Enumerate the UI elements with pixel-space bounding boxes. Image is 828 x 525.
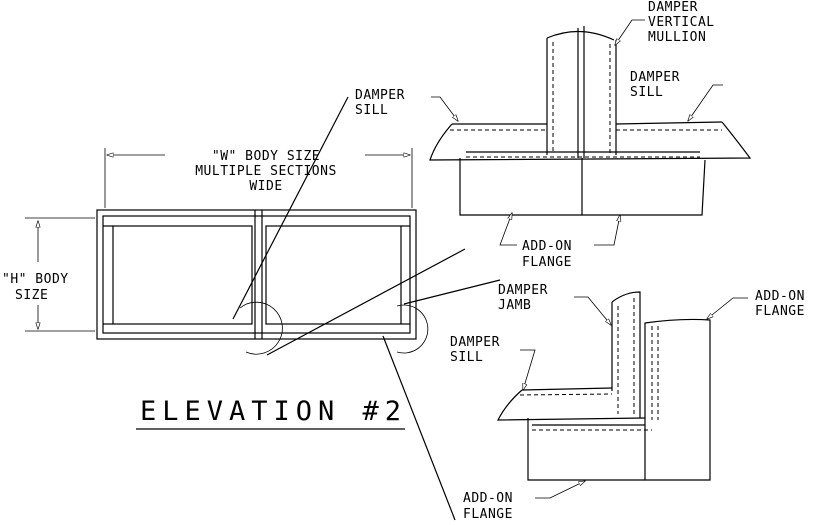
svg-text:"H" BODY: "H" BODY xyxy=(2,272,69,287)
svg-text:SIZE: SIZE xyxy=(15,288,48,303)
damper-elevation xyxy=(96,209,417,340)
svg-text:VERTICAL: VERTICAL xyxy=(648,15,715,30)
callout-arrows xyxy=(431,19,748,499)
mullion-detail xyxy=(429,26,752,216)
svg-text:FLANGE: FLANGE xyxy=(755,304,805,319)
leader-lines xyxy=(232,96,501,521)
svg-text:SILL: SILL xyxy=(450,350,483,365)
label-body-height: "H" BODY SIZE xyxy=(2,272,69,303)
label-add-on-flange-bottom: ADD-ON FLANGE xyxy=(463,491,513,522)
label-damper-sill-top: DAMPER SILL xyxy=(630,70,680,100)
svg-text:FLANGE: FLANGE xyxy=(522,255,572,270)
svg-text:SILL: SILL xyxy=(630,85,663,100)
svg-text:DAMPER: DAMPER xyxy=(450,335,500,350)
label-damper-sill-left: DAMPER SILL xyxy=(355,88,405,118)
svg-text:ADD-ON: ADD-ON xyxy=(463,491,513,506)
label-add-on-flange-top: ADD-ON FLANGE xyxy=(522,239,572,270)
svg-text:MULTIPLE SECTIONS: MULTIPLE SECTIONS xyxy=(195,164,337,179)
svg-text:"W" BODY SIZE: "W" BODY SIZE xyxy=(212,149,320,164)
svg-text:DAMPER: DAMPER xyxy=(630,70,680,85)
svg-text:JAMB: JAMB xyxy=(498,298,531,313)
jamb-detail xyxy=(497,291,711,481)
detail-circles xyxy=(239,301,429,355)
label-body-width: "W" BODY SIZE MULTIPLE SECTIONS WIDE xyxy=(195,149,337,194)
label-damper-sill-bottom: DAMPER SILL xyxy=(450,335,500,365)
svg-text:ADD-ON: ADD-ON xyxy=(522,239,572,254)
svg-text:DAMPER: DAMPER xyxy=(648,0,698,15)
svg-text:SILL: SILL xyxy=(355,103,388,118)
svg-text:WIDE: WIDE xyxy=(249,179,282,194)
label-add-on-flange-right: ADD-ON FLANGE xyxy=(755,289,805,319)
elevation-title: ELEVATION #2 xyxy=(140,396,407,427)
svg-text:MULLION: MULLION xyxy=(648,30,706,45)
label-damper-vertical-mullion: DAMPER VERTICAL MULLION xyxy=(648,0,715,45)
svg-text:ADD-ON: ADD-ON xyxy=(755,289,805,304)
height-dimension xyxy=(25,217,95,332)
label-damper-jamb: DAMPER JAMB xyxy=(498,283,548,313)
width-dimension xyxy=(104,148,413,208)
svg-text:DAMPER: DAMPER xyxy=(498,283,548,298)
svg-text:FLANGE: FLANGE xyxy=(463,507,513,522)
svg-text:DAMPER: DAMPER xyxy=(355,88,405,103)
